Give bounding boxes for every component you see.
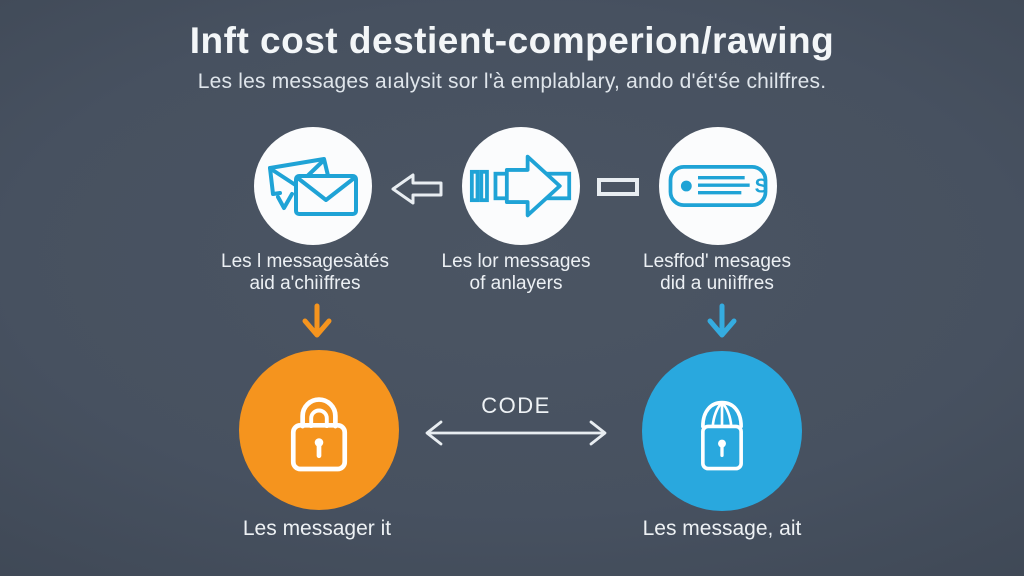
lock-label-left: Les messager it bbox=[242, 517, 392, 540]
arrow-left-icon bbox=[391, 172, 443, 206]
dash-icon bbox=[597, 178, 639, 196]
step-label-forward: Les lor messages of anlayers bbox=[441, 251, 591, 294]
forward-arrow-icon bbox=[469, 152, 573, 220]
step-label-messages: Les l messagesàtés aid a'chiìffres bbox=[221, 251, 389, 294]
down-arrow-blue-icon bbox=[704, 302, 740, 342]
padlock-icon bbox=[280, 386, 358, 474]
page-subtitle: Les les messages aıalysit sor l'à emplab… bbox=[197, 70, 827, 93]
page-title: Inft cost destient-comperion/rawing bbox=[189, 20, 835, 61]
lock-circle-orange bbox=[239, 350, 399, 510]
dome-lock-icon bbox=[689, 388, 755, 474]
lock-circle-blue bbox=[642, 351, 802, 511]
code-label: CODE bbox=[481, 393, 551, 418]
step-label-receipt: Lesffod' mesages did a uniìffres bbox=[643, 251, 791, 294]
lock-label-right: Les message, ait bbox=[642, 517, 802, 540]
envelopes-icon bbox=[265, 153, 361, 219]
down-arrow-orange-icon bbox=[299, 302, 335, 342]
step-circle-forward bbox=[462, 127, 580, 245]
double-arrow-icon bbox=[414, 417, 618, 449]
receipt-icon: S bbox=[668, 164, 768, 208]
receipt-letter: S bbox=[755, 176, 768, 198]
step-circle-messages bbox=[254, 127, 372, 245]
step-circle-receipt: S bbox=[659, 127, 777, 245]
